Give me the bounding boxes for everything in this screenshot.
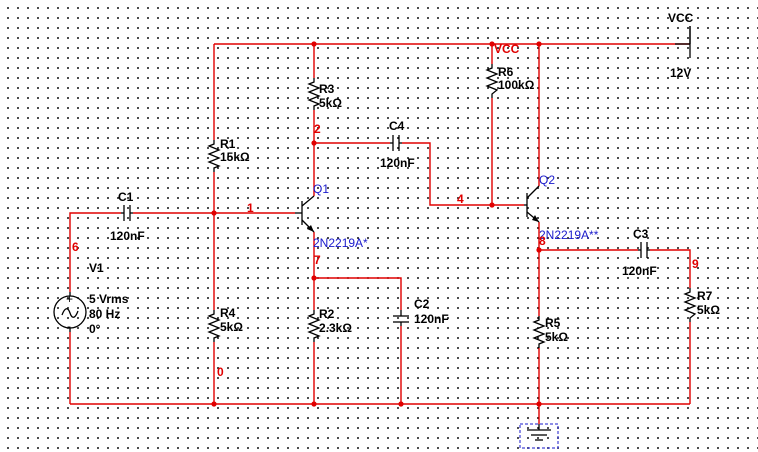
net-6-wire: [69, 212, 121, 292]
resistor-r5[interactable]: R5 5kΩ: [532, 316, 568, 348]
net-label-4: 4: [457, 192, 464, 206]
c2-value: 120nF: [414, 312, 449, 326]
v1-plus: +: [66, 292, 73, 306]
resistor-r3[interactable]: R3 5kΩ: [307, 78, 342, 110]
junction: [311, 140, 317, 146]
sine-source-icon: [53, 295, 87, 329]
q2-collector: [526, 185, 540, 199]
c2-top-wire: [314, 277, 402, 310]
c4-ref: C4: [389, 119, 405, 133]
junction: [489, 41, 495, 47]
junctions: [211, 41, 542, 407]
c1-ref: C1: [118, 190, 134, 204]
junction: [311, 275, 317, 281]
transistor-q1[interactable]: Q1 2N2219A*: [295, 182, 368, 250]
junction: [536, 401, 542, 407]
net-label-6: 6: [72, 240, 79, 254]
resistor-r7[interactable]: R7 5kΩ: [683, 288, 720, 322]
net-9-wire: [650, 249, 691, 288]
c1-value: 120nF: [110, 229, 145, 243]
r6-value: 100kΩ: [498, 78, 535, 92]
c3-ref: C3: [633, 227, 649, 241]
vcc-voltage: 12V: [670, 66, 691, 80]
junction: [489, 202, 495, 208]
q2-model: 2N2219A**: [539, 228, 599, 242]
capacitor-c3[interactable]: C3 120nF: [622, 227, 657, 278]
v1-phase: 0°: [89, 322, 101, 336]
r4-ref: R4: [220, 306, 236, 320]
v1-minus: -: [67, 319, 71, 333]
net-label-9: 9: [692, 257, 699, 271]
r6-ref: R6: [498, 65, 514, 79]
capacitor-c1[interactable]: C1 120nF: [110, 190, 145, 243]
resistor-r1[interactable]: R1 15kΩ: [207, 137, 250, 172]
vcc-name: VCC: [668, 11, 694, 25]
ground-selection-box: [519, 423, 559, 449]
ac-source-v1[interactable]: + - V1 5 Vrms 80 Hz 0°: [53, 261, 129, 336]
c3-value: 120nF: [622, 264, 657, 278]
v1-ref: V1: [89, 261, 104, 275]
q1-emitter-arrow-icon: [307, 225, 314, 232]
resistor-r4[interactable]: R4 5kΩ: [207, 306, 243, 342]
net-label-8: 8: [539, 234, 546, 248]
c2-ref: C2: [414, 297, 430, 311]
q1-ref: Q1: [313, 182, 329, 196]
q2-emitter-arrow-icon: [532, 215, 539, 222]
net-labels: 1 2 4 6 7 8 9 0: [72, 122, 699, 379]
net-label-2: 2: [314, 122, 321, 136]
junction: [536, 41, 542, 47]
r4-value: 5kΩ: [220, 320, 243, 334]
junction: [536, 247, 542, 253]
junction: [211, 210, 217, 216]
q2-ref: Q2: [539, 173, 555, 187]
net-4-wire: [402, 142, 524, 206]
r3-value: 5kΩ: [319, 96, 342, 110]
r3-ref: R3: [319, 82, 335, 96]
junction: [211, 401, 217, 407]
junction: [398, 401, 404, 407]
v1-amplitude: 5 Vrms: [89, 292, 129, 306]
capacitor-c4[interactable]: C4 120nF: [380, 119, 415, 170]
net-label-7: 7: [314, 253, 321, 267]
transistor-q2[interactable]: Q2 2N2219A**: [524, 173, 599, 242]
r7-ref: R7: [697, 289, 713, 303]
v1-frequency: 80 Hz: [89, 307, 120, 321]
c4-value: 120nF: [380, 156, 415, 170]
junction: [311, 41, 317, 47]
vcc-rail-label: VCC: [494, 42, 520, 56]
r2-value: 2.3kΩ: [319, 321, 352, 335]
q1-collector: [301, 195, 315, 207]
net-label-0: 0: [217, 365, 224, 379]
r2-ref: R2: [319, 307, 335, 321]
junction: [311, 401, 317, 407]
r1-ref: R1: [220, 137, 236, 151]
r1-value: 15kΩ: [220, 150, 250, 164]
wires: [69, 43, 691, 424]
r5-value: 5kΩ: [545, 330, 568, 344]
capacitor-c2[interactable]: C2 120nF: [393, 297, 449, 326]
sine-wave-icon: [61, 308, 79, 318]
ground-symbol[interactable]: [519, 423, 559, 449]
r7-value: 5kΩ: [697, 303, 720, 317]
net-label-1: 1: [247, 201, 254, 215]
resistor-r6[interactable]: R6 100kΩ: [485, 64, 535, 98]
q1-model: 2N2219A*: [313, 236, 368, 250]
vcc-supply[interactable]: VCC 12V: [668, 11, 694, 80]
resistor-r2[interactable]: R2 2.3kΩ: [307, 307, 352, 342]
r5-ref: R5: [545, 316, 561, 330]
